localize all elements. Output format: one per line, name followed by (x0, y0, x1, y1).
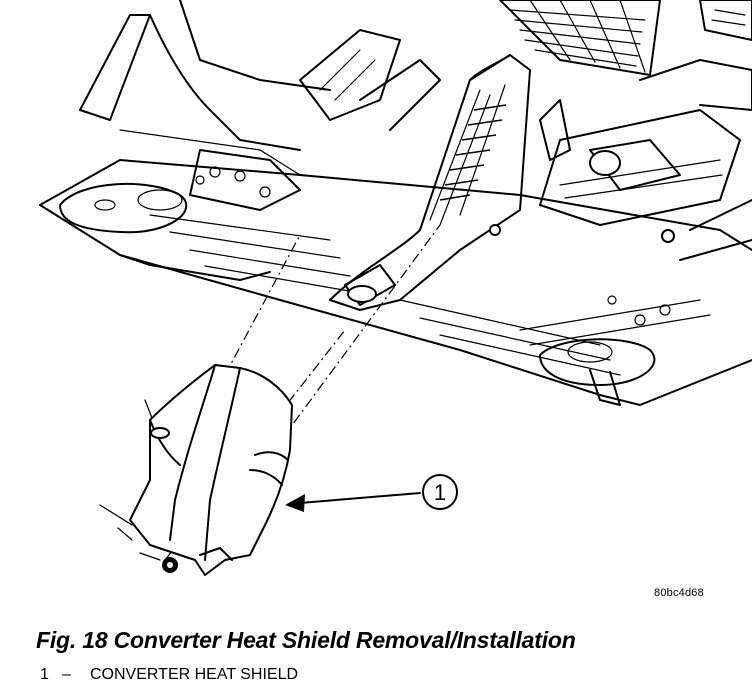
legend: 1– CONVERTER HEAT SHIELD (40, 666, 298, 684)
figure-reference-code: 80bc4d68 (654, 587, 704, 599)
legend-item-number: 1 (40, 666, 49, 683)
legend-item: 1– CONVERTER HEAT SHIELD (40, 666, 298, 684)
figure-caption: Fig. 18 Converter Heat Shield Removal/In… (36, 627, 576, 653)
legend-item-separator: – (62, 666, 71, 683)
vehicle-underbody (39, 0, 752, 406)
legend-item-label: CONVERTER HEAT SHIELD (90, 666, 299, 683)
converter-heat-shield (99, 364, 293, 576)
callout-1: 1 (285, 474, 458, 512)
callout-number: 1 (434, 480, 446, 505)
technical-illustration: 1 (39, 0, 752, 576)
callout-circle (422, 474, 458, 510)
